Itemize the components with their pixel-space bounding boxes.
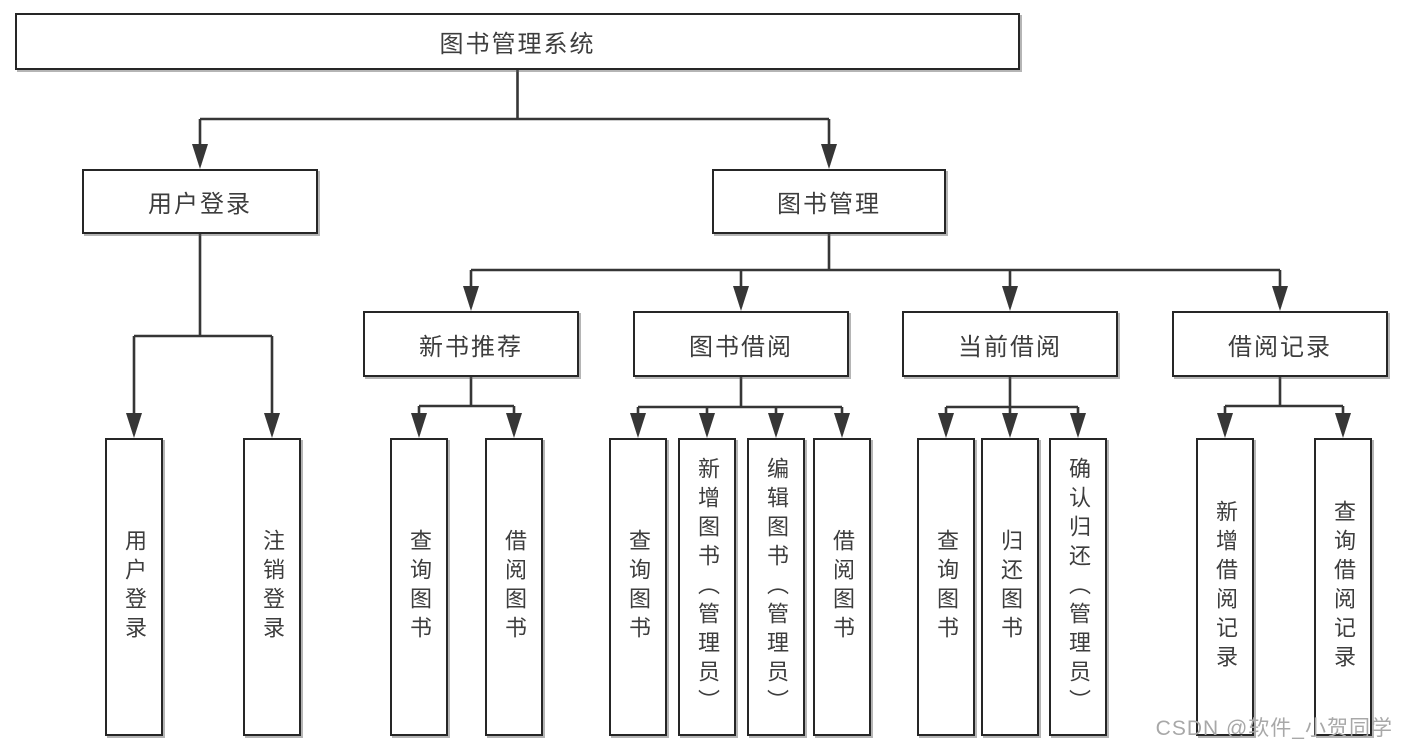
leaf-logout: 注销登录 <box>243 438 301 736</box>
arrowhead-icon <box>834 413 850 438</box>
arrowhead-icon <box>1002 413 1018 438</box>
leaf-query-borrow-record: 查询借阅记录 <box>1314 438 1372 736</box>
arrowhead-icon <box>264 413 280 438</box>
node-borrow-record-label: 借阅记录 <box>1228 333 1332 361</box>
leaf-query-book-1: 查询图书 <box>390 438 448 736</box>
arrowhead-icon <box>506 413 522 438</box>
arrowhead-icon <box>126 413 142 438</box>
leaf-confirm-return-admin-label: 确认归还（管理员） <box>1066 456 1091 718</box>
leaf-user-login: 用户登录 <box>105 438 163 736</box>
leaf-return-book-label: 归还图书 <box>998 529 1023 645</box>
leaf-query-book-1-label: 查询图书 <box>407 529 432 645</box>
arrowhead-icon <box>699 413 715 438</box>
leaf-borrow-book-1: 借阅图书 <box>485 438 543 736</box>
arrowhead-icon <box>768 413 784 438</box>
leaf-add-borrow-record: 新增借阅记录 <box>1196 438 1254 736</box>
arrowhead-icon <box>1002 286 1018 311</box>
node-borrow-record: 借阅记录 <box>1172 311 1388 377</box>
arrowhead-icon <box>1217 413 1233 438</box>
arrowhead-icon <box>1070 413 1086 438</box>
leaf-add-book-admin: 新增图书（管理员） <box>678 438 736 736</box>
arrowhead-icon <box>1335 413 1351 438</box>
arrowhead-icon <box>821 144 837 169</box>
arrowhead-icon <box>411 413 427 438</box>
node-user-login: 用户登录 <box>82 169 318 234</box>
node-book-management: 图书管理 <box>712 169 946 234</box>
arrowhead-icon <box>192 144 208 169</box>
node-book-management-label: 图书管理 <box>777 191 881 218</box>
connector-line-group <box>132 70 1345 434</box>
node-root: 图书管理系统 <box>15 13 1020 70</box>
leaf-edit-book-admin-label: 编辑图书（管理员） <box>764 456 789 718</box>
arrowhead-icon <box>463 286 479 311</box>
arrowhead-icon <box>1272 286 1288 311</box>
csdn-watermark: CSDN @软件_小贺同学 <box>1155 717 1393 740</box>
leaf-borrow-book-2-label: 借阅图书 <box>830 529 855 645</box>
arrowhead-icon <box>733 286 749 311</box>
leaf-query-book-2: 查询图书 <box>609 438 667 736</box>
leaf-user-login-label: 用户登录 <box>122 529 147 645</box>
node-root-label: 图书管理系统 <box>439 31 596 58</box>
node-book-borrow-label: 图书借阅 <box>689 333 793 361</box>
leaf-query-book-2-label: 查询图书 <box>626 529 651 645</box>
node-new-book-recommend-label: 新书推荐 <box>419 333 523 361</box>
node-new-book-recommend: 新书推荐 <box>363 311 579 377</box>
node-book-borrow: 图书借阅 <box>633 311 849 377</box>
leaf-borrow-book-2: 借阅图书 <box>813 438 871 736</box>
leaf-return-book: 归还图书 <box>981 438 1039 736</box>
leaf-borrow-book-1-label: 借阅图书 <box>502 529 527 645</box>
connector-paths <box>132 70 1345 434</box>
arrowhead-icon <box>630 413 646 438</box>
leaf-confirm-return-admin: 确认归还（管理员） <box>1049 438 1107 736</box>
arrowhead-icon <box>938 413 954 438</box>
leaf-query-book-3: 查询图书 <box>917 438 975 736</box>
node-current-borrow-label: 当前借阅 <box>958 333 1062 361</box>
leaf-add-book-admin-label: 新增图书（管理员） <box>695 456 720 718</box>
leaf-query-book-3-label: 查询图书 <box>934 529 959 645</box>
node-current-borrow: 当前借阅 <box>902 311 1118 377</box>
leaf-edit-book-admin: 编辑图书（管理员） <box>747 438 805 736</box>
leaf-query-borrow-record-label: 查询借阅记录 <box>1331 500 1356 674</box>
leaf-logout-label: 注销登录 <box>260 529 285 645</box>
leaf-add-borrow-record-label: 新增借阅记录 <box>1213 500 1238 674</box>
node-user-login-label: 用户登录 <box>148 191 252 218</box>
